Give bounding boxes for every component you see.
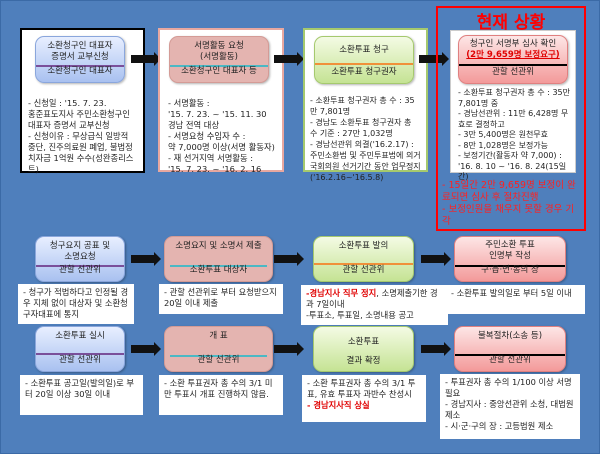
step-actor: 소환투표 대상자 [189,265,248,275]
step-title: 소환투표 실시 [55,331,105,341]
arrow-icon [274,252,304,266]
arrow-icon [131,52,161,66]
step-title: 소명요지 및 소명서 제출 [175,241,262,251]
step-notes-9: - 소환투표 공고일(발의일)로 부터 20일 이상 30일 이내 [20,375,143,415]
step-title: 소환투표 청구 [339,45,389,55]
step-actor: 소환투표 청구권자 [331,67,397,77]
status-notes: - 15일간 2만 9,659명 보정이 완료되면 심사 후 절차진행- 보정인… [442,180,576,227]
step-title: 주민소환 투표 인명부 작성 [485,240,535,261]
step-title: 개 표 [209,331,228,341]
step-title: 서명활동 요청 (서명활동) [194,41,244,62]
arrow-icon [274,342,304,356]
arrow-icon [274,52,304,66]
step-title: 소환청구인 대표자 증명서 교부신청 [47,41,113,62]
current-status-frame [436,6,586,231]
arrow-icon [421,342,451,356]
step-notes-5: - 청구가 적법하다고 인정될 경우 지체 없이 대상자 및 소환청구자대표에 … [18,284,134,324]
step-notes-8: - 소환투표 발의일로 부터 5일 이내 [446,285,585,314]
step-title: 소환투표 결과 확정 [346,337,381,366]
step-notes-1: - 신청일 : '15. 7. 23.홍준표도지사 주민소환청구인 대표자 증명… [28,98,134,174]
step-actor: 관할 선관위 [492,67,534,77]
arrow-icon [131,342,161,356]
arrow-icon [419,52,449,66]
step-notes-10: - 소환 투표권자 총 수의 3/1 미만 투표시 개표 진행하지 않음. [159,375,283,415]
step-notes-3: - 소환투표 청구권자 총 수 : 35만 7,801명- 경남도 소환투표 청… [310,96,421,182]
step-pill-4: 청구인 서명부 심사 확인(2만 9,659명 보정요구) 관할 선관위 [458,35,568,84]
step-notes-11: - 소환 투표권자 총 수의 3/1 투표, 유효 투표자 과반수 찬성시- 경… [302,375,426,422]
step-title: 청구인 서명부 심사 확인 [469,39,557,49]
current-status-title: 현재 상황 [476,13,546,33]
step-notes-7: -경남지사 직무 정지, 소명제출기한 경과 7일이내-투표소, 투표일, 소명… [301,285,448,325]
step-title: 청구요지 공표 및 소명요청 [49,241,111,262]
step-actor: 관할 선관위 [197,355,240,365]
step-actor: 소환청구인 대표자 등 [181,66,257,76]
step-notes-4: - 소환투표 청구권자 총 수 : 35만 7,801명 중- 경남선관위 : … [458,88,570,181]
step-title: 소환투표 발의 [338,241,389,251]
step-notes-12: - 투표권자 총 수의 1/100 이상 서명필요- 경남지사 : 중앙선관위 … [440,374,580,439]
step-pill-11: 소환투표 결과 확정 [313,326,414,372]
step-pill-12: 불복절차(소송 등) 관할 선관위 [454,326,566,372]
arrow-icon [131,252,161,266]
step-title: 불복절차(소송 등) [477,331,543,341]
step-actor: 관할 선관위 [489,355,531,365]
step-actor: 구·읍·면·동의 장 [481,265,539,275]
step-pill-2: 서명활동 요청 (서명활동) 소환청구인 대표자 등 [169,36,269,83]
step-actor: 소환청구인 대표자 [47,66,113,76]
step-notes-6: - 관할 선관위로 부터 요청받으지 20일 이내 제출 [159,284,283,314]
step-title-highlight: (2만 9,659명 보정요구) [466,50,560,60]
step-actor: 관할 선관위 [59,265,101,275]
step-actor: 관할 선관위 [59,355,101,365]
step-actor: 관할 선관위 [342,265,385,275]
arrow-icon [421,252,451,266]
